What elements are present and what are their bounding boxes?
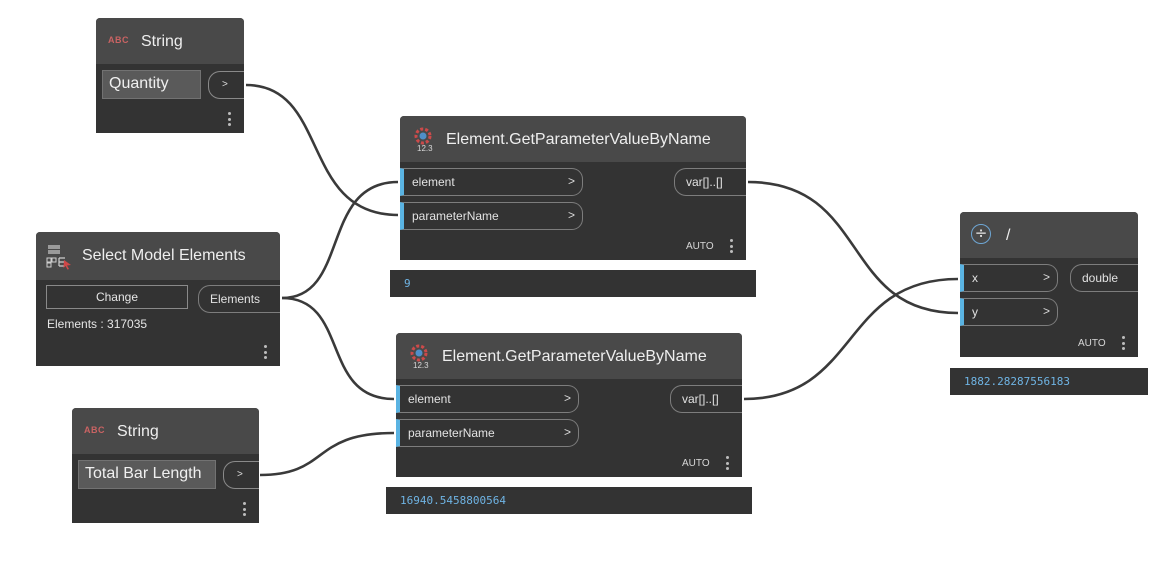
wire-elements-to-element2 — [281, 296, 395, 401]
wire-getparam1-to-y — [747, 180, 959, 315]
string-node-quantity[interactable]: ABC String Quantity > — [96, 18, 244, 133]
input-port-label: element — [408, 392, 451, 406]
node-title: String — [141, 33, 183, 50]
node-title: Element.GetParameterValueByName — [442, 348, 707, 365]
preview-bubble[interactable]: 16940.5458800564 — [386, 487, 752, 514]
node-title: Element.GetParameterValueByName — [446, 131, 711, 148]
output-port-label: var[]..[] — [682, 392, 719, 406]
input-port-element[interactable]: element > — [396, 385, 579, 413]
input-port-label: element — [412, 175, 455, 189]
input-port-y[interactable]: y > — [960, 298, 1058, 326]
string-value-input[interactable]: Quantity — [102, 70, 201, 99]
string-icon: ABC — [84, 425, 105, 435]
change-button[interactable]: Change — [46, 285, 188, 309]
get-parameter-value-node-1[interactable]: 12.3 Element.GetParameterValueByName ele… — [400, 116, 746, 260]
divide-symbol: ÷ — [974, 224, 988, 242]
chevron-right-icon: > — [567, 174, 575, 188]
node-title: Select Model Elements — [82, 247, 246, 264]
node-header[interactable]: Select Model Elements — [36, 232, 280, 280]
preview-bubble[interactable]: 9 — [390, 270, 756, 297]
output-port-label: var[]..[] — [686, 175, 723, 189]
string-value-input[interactable]: Total Bar Length — [78, 460, 216, 489]
output-port[interactable]: > — [208, 71, 244, 99]
output-port-label: Elements — [210, 292, 261, 306]
node-title: / — [1006, 227, 1011, 244]
element-parameter-icon — [410, 344, 428, 362]
output-port-double[interactable]: double — [1070, 264, 1138, 292]
elements-count-status: Elements : 317035 — [47, 317, 148, 331]
node-header[interactable]: 12.3 Element.GetParameterValueByName — [396, 333, 742, 379]
output-port-elements[interactable]: Elements — [198, 285, 280, 313]
node-title: String — [117, 423, 159, 440]
select-elements-icon — [46, 245, 71, 270]
input-port-label: parameterName — [408, 426, 495, 440]
input-port-label: parameterName — [412, 209, 499, 223]
string-node-total-bar-length[interactable]: ABC String Total Bar Length > — [72, 408, 259, 523]
wire-elements-to-element1 — [281, 180, 399, 300]
node-menu-icon[interactable] — [228, 112, 231, 126]
chevron-right-icon: > — [563, 425, 571, 439]
element-parameter-icon — [414, 127, 432, 145]
input-port-parametername[interactable]: parameterName > — [400, 202, 583, 230]
select-model-elements-node[interactable]: Select Model Elements Change Elements El… — [36, 232, 280, 366]
output-port-label: double — [1082, 271, 1119, 285]
number-badge: 12.3 — [417, 144, 433, 153]
chevron-right-icon: > — [1042, 270, 1050, 284]
string-icon: ABC — [108, 35, 129, 45]
lacing-auto-label[interactable]: AUTO — [682, 458, 710, 469]
divide-node[interactable]: ÷ / x > y > double AUTO — [960, 212, 1138, 357]
input-port-label: y — [972, 305, 978, 319]
node-header[interactable]: ÷ / — [960, 212, 1138, 258]
output-port[interactable]: > — [223, 461, 259, 489]
output-port-var[interactable]: var[]..[] — [674, 168, 746, 196]
node-menu-icon[interactable] — [730, 239, 733, 253]
node-menu-icon[interactable] — [1122, 336, 1125, 350]
node-menu-icon[interactable] — [243, 502, 246, 516]
wire-quantity-to-parametername — [245, 83, 399, 217]
input-port-x[interactable]: x > — [960, 264, 1058, 292]
lacing-auto-label[interactable]: AUTO — [686, 241, 714, 252]
preview-bubble[interactable]: 1882.28287556183 — [950, 368, 1148, 395]
node-menu-icon[interactable] — [264, 345, 267, 359]
node-header[interactable]: ABC String — [72, 408, 259, 454]
node-menu-icon[interactable] — [726, 456, 729, 470]
chevron-right-icon: > — [1042, 304, 1050, 318]
wire-totallength-to-parametername2 — [259, 431, 395, 477]
node-header[interactable]: 12.3 Element.GetParameterValueByName — [400, 116, 746, 162]
chevron-right-icon: > — [567, 208, 575, 222]
output-port-var[interactable]: var[]..[] — [670, 385, 742, 413]
chevron-right-icon: > — [563, 391, 571, 405]
get-parameter-value-node-2[interactable]: 12.3 Element.GetParameterValueByName ele… — [396, 333, 742, 477]
input-port-element[interactable]: element > — [400, 168, 583, 196]
lacing-auto-label[interactable]: AUTO — [1078, 338, 1106, 349]
input-port-parametername[interactable]: parameterName > — [396, 419, 579, 447]
wire-getparam2-to-x — [743, 277, 959, 401]
divide-icon: ÷ — [971, 224, 991, 244]
input-port-label: x — [972, 271, 978, 285]
number-badge: 12.3 — [413, 361, 429, 370]
node-header[interactable]: ABC String — [96, 18, 244, 64]
